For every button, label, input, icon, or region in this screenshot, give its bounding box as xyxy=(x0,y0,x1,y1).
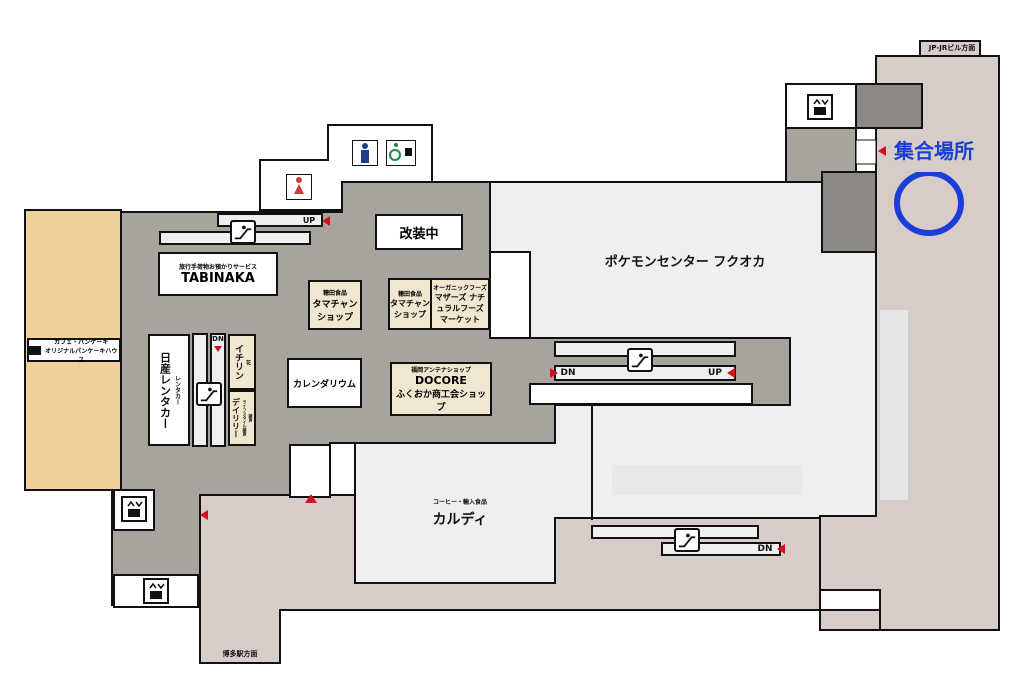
daily-lily-shop[interactable]: デイリリー ライフスタイル雑貨 雑貨 xyxy=(228,390,256,446)
arrow-dn-1 xyxy=(550,368,558,378)
elevator-icon xyxy=(143,578,169,604)
organic-sub-label: オーガニックフーズ xyxy=(433,285,487,292)
tabinaka-shop[interactable]: 旅行手荷物お預かりサービス TABINAKA xyxy=(158,252,278,296)
ichirin-label: イチリン xyxy=(233,344,243,380)
daily-label: デイリリー xyxy=(231,398,241,438)
tamachan1-sub-label: 穂田食品 xyxy=(322,289,347,297)
meeting-arrow xyxy=(878,146,886,156)
escalator-dn-label-2: DN xyxy=(757,544,773,554)
tamachan-shop-1[interactable]: 穂田食品 タマチャン ショップ xyxy=(308,280,362,330)
accessible-restroom-icon xyxy=(386,140,416,166)
calendarium-shop[interactable]: カレンダリウム xyxy=(287,358,362,408)
arrow-dn-2 xyxy=(777,544,785,554)
kaldi-sub-label: コーヒー・輸入食品 xyxy=(432,499,487,506)
calendarium-label: カレンダリウム xyxy=(292,379,356,390)
elevator-icon xyxy=(121,496,147,522)
docore-label: DOCORE xyxy=(415,374,467,387)
hakata-direction-label: 博多駅方面 xyxy=(222,650,258,658)
lifestyle-label: ライフスタイル雑貨 xyxy=(242,400,248,436)
tamachan-shop-2[interactable]: 穂田食品 タマチャン ショップ xyxy=(388,278,432,330)
organic-label: マザーズ ナチュラルフーズ マーケット xyxy=(434,293,486,324)
escalator-icon xyxy=(627,348,653,372)
flower-label: 花 xyxy=(245,359,251,365)
arrow-dn-3 xyxy=(214,346,222,352)
escalator-dn-label-1: DN xyxy=(560,368,576,378)
arrow-up-2 xyxy=(727,368,735,378)
docore-sub-label: 福岡アンテナショップ xyxy=(411,367,471,374)
tabinaka-label: TABINAKA xyxy=(181,271,255,286)
escalator-up-label-1: UP xyxy=(302,216,316,225)
nissan-rentacar-shop[interactable]: 日産レンタカー レンタカー xyxy=(148,334,190,446)
meeting-place-circle xyxy=(894,172,964,236)
nissan-label: 日産レンタカー xyxy=(158,351,172,429)
tabinaka-sub-label: 旅行手荷物お預かりサービス xyxy=(178,264,257,271)
cafe-label-2: オリジナルパンケーキハウス xyxy=(45,347,118,364)
mens-restroom-icon xyxy=(352,140,378,166)
arrow-up-1 xyxy=(322,216,330,226)
tamachan2-label: タマチャン ショップ xyxy=(390,298,430,319)
tamachan1-label: タマチャン ショップ xyxy=(312,299,358,323)
tamachan2-sub-label: 穂田食品 xyxy=(397,290,422,298)
escalator-dn-label-3: DN xyxy=(212,335,224,343)
escalator-up-label-2: UP xyxy=(708,368,722,378)
elevator-icon xyxy=(807,94,833,120)
arrow-left-corridor xyxy=(200,510,208,520)
organic-shop[interactable]: オーガニックフーズ マザーズ ナチュラルフーズ マーケット xyxy=(430,278,490,330)
meeting-place-label: 集合場所 xyxy=(894,139,974,163)
pokemon-center-label[interactable]: ポケモンセンター フクオカ xyxy=(604,255,766,270)
kaldi-label[interactable]: カルディ xyxy=(432,512,488,528)
rentacar-label: レンタカー xyxy=(173,375,181,405)
ichirin-shop[interactable]: イチリン 花 xyxy=(228,334,256,390)
escalator-icon xyxy=(196,382,222,406)
renovation-label: 改装中 xyxy=(399,226,439,242)
docore-shop[interactable]: 福岡アンテナショップ DOCORE ふくおか商工会ショップ xyxy=(390,362,492,416)
renovation-block: 改装中 xyxy=(375,214,463,250)
jp-jr-direction-label: JP-JRビル方面 xyxy=(928,44,976,52)
cafe-icon xyxy=(29,345,41,355)
cafe-label-1: カフェ・パンケーキ xyxy=(54,338,109,346)
docore-label-2: ふくおか商工会ショップ xyxy=(395,390,486,413)
escalator-icon xyxy=(674,528,700,552)
cafe-shop[interactable]: カフェ・パンケーキ オリジナルパンケーキハウス xyxy=(27,338,121,364)
arrow-up-gap xyxy=(305,494,317,503)
womens-restroom-icon xyxy=(286,174,312,200)
escalator-icon xyxy=(230,220,256,244)
zakka-label: 雑貨 xyxy=(248,414,254,422)
